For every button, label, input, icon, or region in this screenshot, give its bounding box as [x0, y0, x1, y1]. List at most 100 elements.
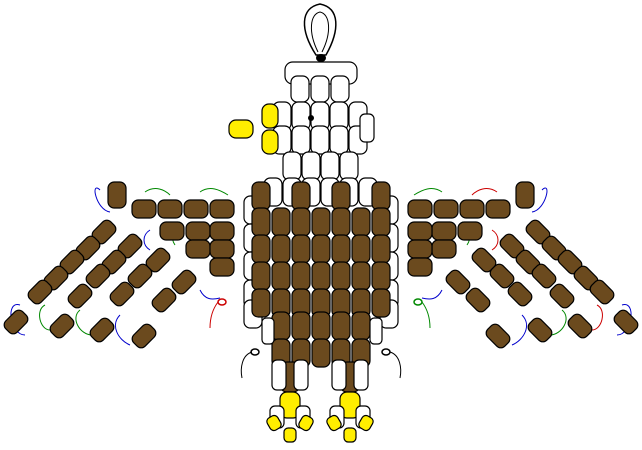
body-bead — [351, 261, 371, 291]
toe-bead — [283, 427, 297, 443]
body-bead — [311, 234, 331, 264]
body-bead — [351, 207, 371, 237]
wing-bead — [209, 257, 235, 277]
string-knot — [381, 348, 391, 356]
wing-string — [199, 289, 221, 300]
wing-string — [421, 289, 443, 300]
body-bead — [331, 311, 351, 341]
wing-feather-bead — [67, 283, 93, 309]
body-bead — [251, 207, 271, 237]
head-bead — [329, 125, 349, 155]
wing-feather-bead — [445, 269, 471, 295]
wing-bead — [185, 239, 211, 259]
toe-bead — [358, 414, 374, 432]
wing-bead — [485, 199, 511, 219]
body-bead — [271, 234, 291, 264]
wing-bead — [209, 239, 235, 259]
right-wing — [407, 181, 639, 349]
wing-feather-bead — [89, 317, 115, 343]
wing-feather-bead — [567, 313, 593, 339]
wing-feather-bead — [507, 281, 533, 307]
body-bead — [311, 261, 331, 291]
toe-bead — [326, 414, 342, 432]
body-bead — [291, 234, 311, 264]
wing-feather-bead — [127, 263, 153, 289]
wing-string — [413, 188, 443, 196]
head — [263, 61, 378, 207]
foot-bead — [339, 391, 361, 419]
head-bead — [310, 75, 330, 103]
wing-feather-bead — [613, 309, 639, 335]
wing-feather-bead — [171, 269, 197, 295]
wing-string — [491, 229, 499, 251]
head-bead — [290, 75, 310, 103]
left-wing — [3, 181, 235, 349]
wing-string — [199, 188, 229, 196]
wing-feather-bead — [85, 263, 111, 289]
body-edge-bead — [369, 317, 383, 345]
wing-feather-bead — [27, 279, 53, 305]
head-bead — [310, 125, 330, 155]
head-bead — [359, 113, 375, 143]
body-bead — [251, 234, 271, 264]
body-bead — [271, 261, 291, 291]
leg-string — [389, 351, 402, 379]
wing-bead — [107, 181, 127, 209]
leg-edge-bead — [331, 359, 347, 391]
wing-bead — [131, 199, 157, 219]
wing-feather-bead — [489, 263, 515, 289]
body-bead — [331, 261, 351, 291]
head-bead — [330, 75, 350, 103]
wing-feather-bead — [527, 317, 553, 343]
leg-edge-bead — [353, 359, 369, 391]
foot-bead — [279, 391, 301, 419]
body-bead — [271, 207, 291, 237]
wing-feather-bead — [151, 287, 177, 313]
wing-bead — [407, 199, 433, 219]
wing-bead — [457, 221, 483, 241]
wing-string — [549, 309, 567, 336]
wing-string — [143, 229, 151, 251]
wing-bead — [431, 221, 457, 241]
eye — [308, 115, 314, 121]
wing-feather-bead — [531, 263, 557, 289]
wing-bead — [515, 181, 535, 209]
string-knot — [413, 298, 423, 306]
body-bead — [311, 207, 331, 237]
wing-string — [421, 301, 431, 329]
body-bead — [311, 338, 331, 368]
beak — [228, 103, 279, 155]
toe-bead — [298, 414, 314, 432]
string-knot — [250, 348, 260, 356]
wing-bead — [183, 199, 209, 219]
wing-bead — [159, 221, 185, 241]
wing-bead — [209, 221, 235, 241]
body-bead — [331, 234, 351, 264]
body-bead — [271, 311, 291, 341]
body-bead — [251, 288, 271, 318]
body-bead — [311, 311, 331, 341]
wing-string — [115, 314, 131, 346]
body-edge-bead — [261, 317, 275, 345]
wing-bead — [431, 239, 457, 259]
wing-feather-bead — [549, 283, 575, 309]
wing-bead — [407, 239, 433, 259]
body-bead — [351, 311, 371, 341]
wing-feather-bead — [3, 309, 29, 335]
wing-bead — [407, 257, 433, 277]
wing-string — [39, 304, 51, 331]
toe-bead — [266, 414, 282, 432]
body-bead — [351, 234, 371, 264]
wing-string — [94, 187, 111, 213]
body-bead — [331, 181, 351, 211]
wing-feather-bead — [131, 323, 157, 349]
wing-feather-bead — [485, 323, 511, 349]
body-bead — [251, 261, 271, 291]
wing-bead — [433, 199, 459, 219]
hanging-loop — [303, 3, 337, 62]
body-bead — [371, 234, 391, 264]
leg-edge-bead — [271, 359, 287, 391]
body-bead — [371, 261, 391, 291]
wing-bead — [209, 199, 235, 219]
